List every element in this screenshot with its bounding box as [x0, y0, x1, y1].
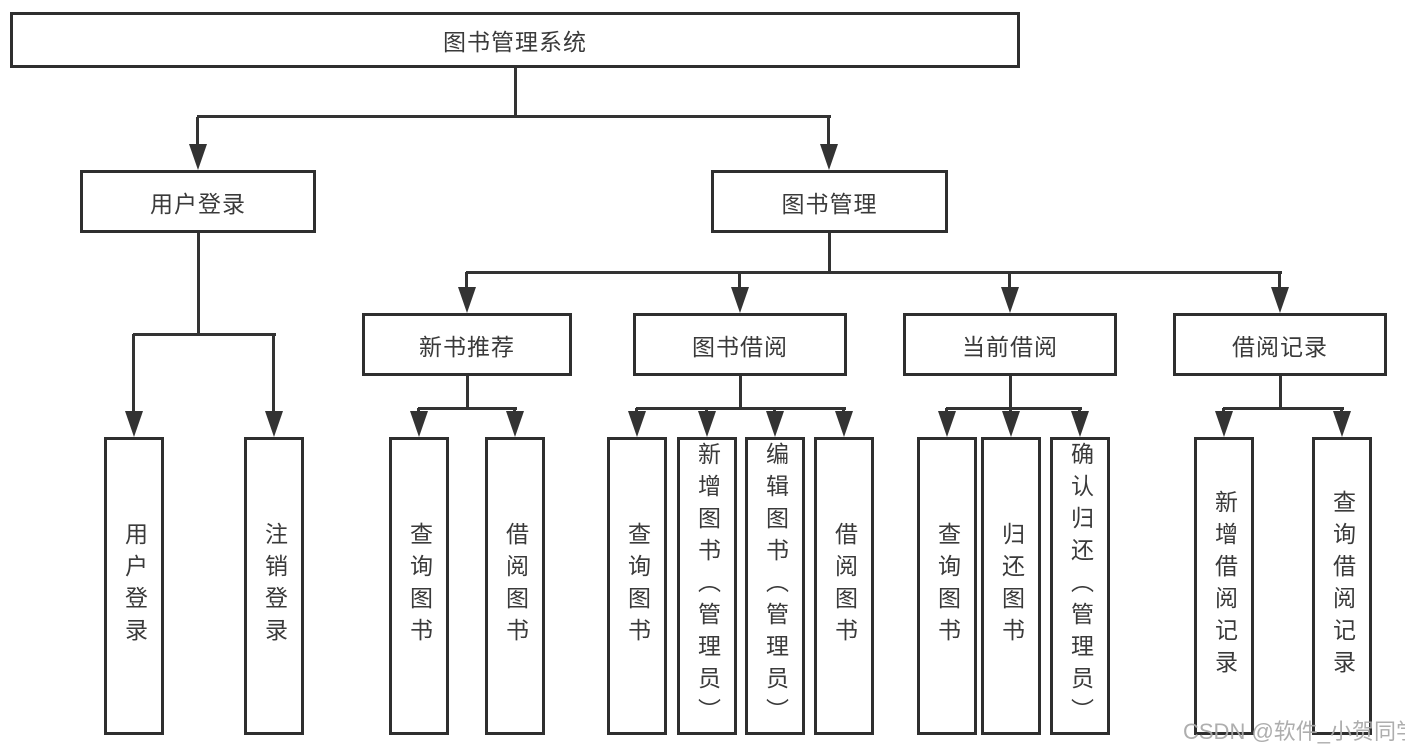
- arrow-down-icon: [698, 408, 716, 437]
- node-label: 用户登录: [150, 190, 246, 217]
- leaf-query-books-borrowing: 查询图书: [607, 437, 667, 735]
- node-current-borrowing: 当前借阅: [903, 313, 1117, 376]
- leaf-add-books-admin: 新增图书（管理员）: [677, 437, 737, 735]
- node-label: 借阅记录: [1232, 333, 1328, 360]
- arrow-down-icon: [628, 408, 646, 437]
- arrow-down-icon: [125, 334, 143, 437]
- arrow-down-icon: [506, 408, 524, 437]
- arrow-down-icon: [458, 272, 476, 313]
- node-label: 新增图书（管理员）: [694, 442, 721, 730]
- node-label: 查询借阅记录: [1329, 490, 1356, 682]
- node-library-management-system: 图书管理系统: [10, 12, 1020, 68]
- connector-bar: [946, 407, 1082, 410]
- node-new-book-recommendation: 新书推荐: [362, 313, 572, 376]
- csdn-watermark: CSDN @软件_小贺同学: [1183, 719, 1405, 744]
- node-label: 归还图书: [998, 522, 1025, 650]
- leaf-return-books: 归还图书: [981, 437, 1041, 735]
- node-label: 编辑图书（管理员）: [762, 442, 789, 730]
- node-label: 借阅图书: [831, 522, 858, 650]
- node-label: 图书管理: [781, 190, 878, 217]
- node-label: 用户登录: [121, 522, 148, 650]
- node-borrowing-records: 借阅记录: [1173, 313, 1387, 376]
- connector-line: [828, 233, 831, 273]
- connector-line: [197, 233, 200, 335]
- node-label: 当前借阅: [962, 333, 1058, 360]
- node-label: 查询图书: [624, 522, 651, 650]
- connector-line: [1009, 376, 1012, 409]
- connector-line: [1279, 376, 1282, 409]
- arrow-down-icon: [731, 272, 749, 313]
- node-label: 注销登录: [261, 522, 288, 650]
- connector-line: [739, 376, 742, 409]
- leaf-confirm-return-admin: 确认归还（管理员）: [1050, 437, 1110, 735]
- arrow-down-icon: [1215, 408, 1233, 437]
- arrow-down-icon: [766, 408, 784, 437]
- arrow-down-icon: [1001, 272, 1019, 313]
- leaf-query-borrow-record: 查询借阅记录: [1312, 437, 1372, 735]
- arrow-down-icon: [265, 334, 283, 437]
- arrow-down-icon: [1071, 408, 1089, 437]
- connector-bar: [1223, 407, 1344, 410]
- node-label: 查询图书: [406, 522, 433, 650]
- node-user-login: 用户登录: [80, 170, 316, 233]
- node-book-borrowing: 图书借阅: [633, 313, 847, 376]
- node-label: 图书管理系统: [443, 29, 587, 55]
- leaf-borrow-books-borrowing: 借阅图书: [814, 437, 874, 735]
- node-label: 新增借阅记录: [1211, 490, 1238, 682]
- node-book-management: 图书管理: [711, 170, 948, 233]
- node-label: 查询图书: [934, 522, 961, 650]
- arrow-down-icon: [835, 408, 853, 437]
- connector-line: [514, 68, 517, 117]
- arrow-down-icon: [1333, 408, 1351, 437]
- arrow-down-icon: [1002, 408, 1020, 437]
- node-label: 确认归还（管理员）: [1067, 442, 1094, 730]
- leaf-add-borrow-record: 新增借阅记录: [1194, 437, 1254, 735]
- arrow-down-icon: [938, 408, 956, 437]
- leaf-query-books-recommend: 查询图书: [389, 437, 449, 735]
- leaf-logout: 注销登录: [244, 437, 304, 735]
- leaf-query-books-current: 查询图书: [917, 437, 977, 735]
- arrow-down-icon: [189, 117, 207, 170]
- node-label: 图书借阅: [692, 333, 788, 360]
- leaf-edit-books-admin: 编辑图书（管理员）: [745, 437, 805, 735]
- connector-bar: [636, 407, 846, 410]
- leaf-borrow-books-recommend: 借阅图书: [485, 437, 545, 735]
- node-label: 新书推荐: [419, 333, 515, 360]
- leaf-user-login: 用户登录: [104, 437, 164, 735]
- connector-bar: [418, 407, 517, 410]
- arrow-down-icon: [1271, 272, 1289, 313]
- arrow-down-icon: [410, 408, 428, 437]
- connector-line: [466, 376, 469, 409]
- node-label: 借阅图书: [502, 522, 529, 650]
- connector-bar: [197, 115, 831, 118]
- connector-bar: [133, 333, 276, 336]
- arrow-down-icon: [820, 117, 838, 170]
- connector-bar: [466, 271, 1282, 274]
